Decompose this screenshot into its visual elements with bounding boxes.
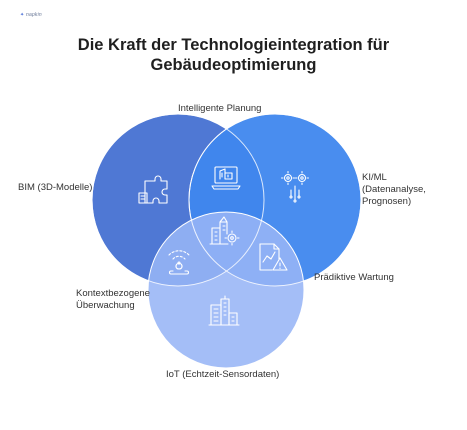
label-kiml-line-2: (Datenanalyse,: [362, 184, 426, 195]
circle-iot: [147, 211, 305, 369]
wifi-location-icon: [168, 250, 190, 275]
circle-bim-outline: [91, 113, 265, 287]
title-line-2: Gebäudeoptimierung: [150, 56, 317, 74]
brand-logo: ✦ napkin: [20, 12, 42, 18]
label-planning: Intelligente Planung: [178, 103, 262, 114]
circle-kiml-outline: [188, 113, 362, 287]
label-kiml-line-3: Prognosen): [362, 196, 412, 207]
label-context: Kontextbezogene Überwachung: [76, 288, 150, 312]
label-maintenance: Prädiktive Wartung: [314, 272, 394, 283]
gears-network-icon: [280, 170, 310, 203]
diagram-title: Die Kraft der Technologieintegration für…: [0, 35, 467, 75]
label-kiml: KI/ML (Datenanalyse, Prognosen): [362, 172, 426, 208]
building-gear-icon: [209, 216, 240, 246]
chart-warning-icon: [259, 243, 288, 271]
label-kiml-line-1: KI/ML: [362, 172, 387, 183]
label-context-line-2: Überwachung: [76, 300, 135, 311]
puzzle-icon: [138, 175, 168, 204]
label-context-line-1: Kontextbezogene: [76, 288, 150, 299]
city-buildings-icon: [208, 295, 240, 326]
title-line-1: Die Kraft der Technologieintegration für: [77, 36, 390, 54]
brand-logo-text: napkin: [25, 12, 42, 18]
laptop-blueprint-icon: [211, 166, 241, 190]
label-bim: BIM (3D-Modelle): [18, 182, 93, 193]
label-iot: IoT (Echtzeit-Sensordaten): [166, 369, 280, 380]
